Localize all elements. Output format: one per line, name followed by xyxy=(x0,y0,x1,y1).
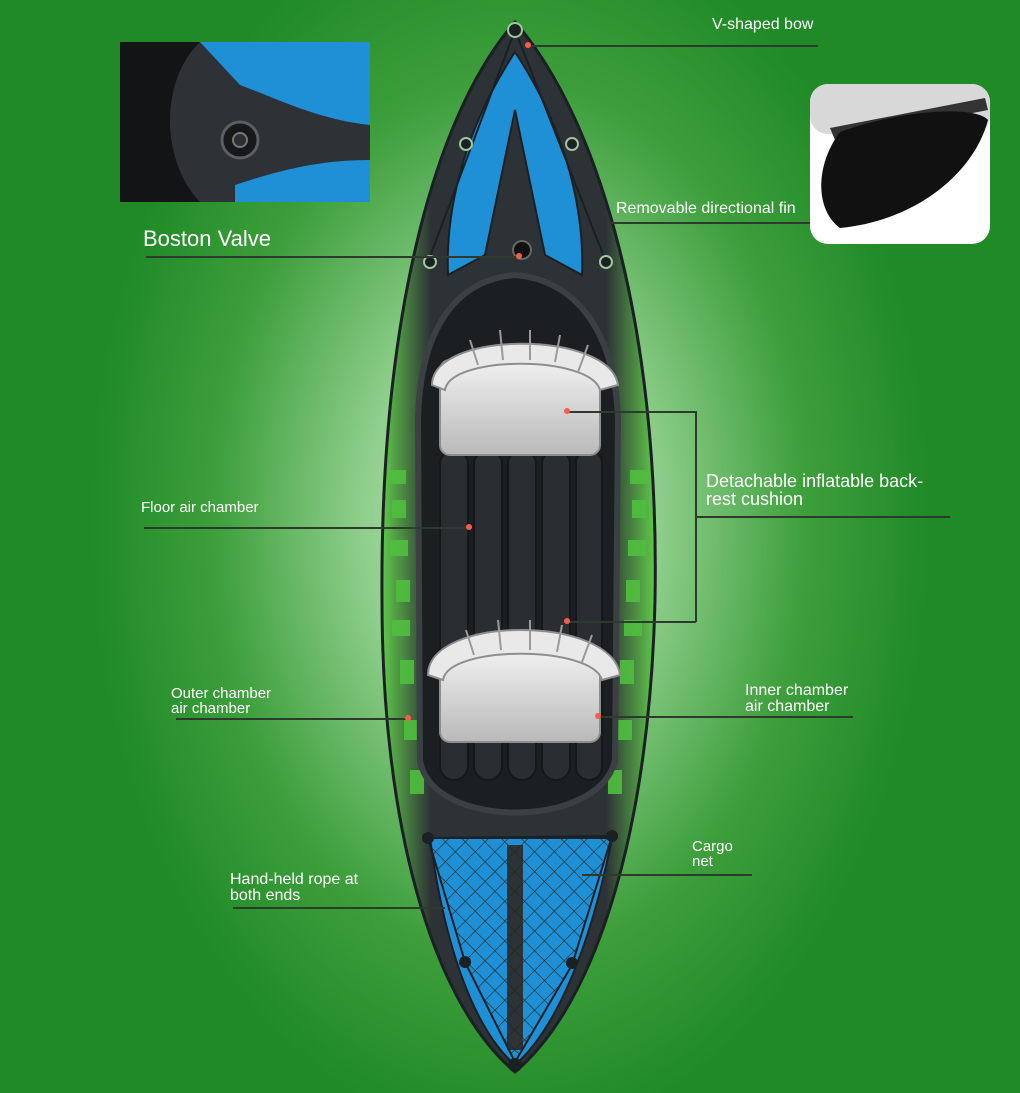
front-seat xyxy=(430,329,620,456)
leader-floor xyxy=(144,527,469,529)
leader-outer xyxy=(176,718,408,720)
marker-backrest-rear xyxy=(564,618,570,624)
leader-valve xyxy=(146,256,520,258)
label-backrest: Detachable inflatable back- rest cushion xyxy=(706,471,924,509)
leader-fin xyxy=(606,222,810,224)
leader-backrest-top xyxy=(568,411,696,413)
marker-backrest-front xyxy=(564,408,570,414)
cargo-net xyxy=(426,834,614,1065)
label-cargo: Cargo net xyxy=(692,838,733,870)
label-rope: Hand-held rope at both ends xyxy=(230,871,359,904)
label-inner: Inner chamber air chamber xyxy=(745,682,849,715)
marker-outer xyxy=(405,715,411,721)
marker-floor xyxy=(466,524,472,530)
label-fin: Removable directional fin xyxy=(616,200,796,217)
marker-valve xyxy=(516,253,522,259)
fin-icon xyxy=(821,111,988,228)
side-pattern xyxy=(388,470,648,794)
leader-backrest-bracket xyxy=(695,411,697,622)
stern-rings xyxy=(422,830,618,1072)
leader-backrest-bottom xyxy=(568,621,696,623)
marker-inner xyxy=(595,713,601,719)
label-floor: Floor air chamber xyxy=(141,499,259,516)
rear-seat xyxy=(426,619,622,743)
valve-inset xyxy=(120,42,370,202)
label-bow: V-shaped bow xyxy=(712,16,814,33)
leader-cargo xyxy=(582,874,752,876)
label-valve: Boston Valve xyxy=(143,226,272,251)
leader-bow xyxy=(528,45,818,47)
bow-deck xyxy=(446,50,584,277)
marker-bow xyxy=(525,42,531,48)
leader-inner xyxy=(598,716,853,718)
fin-inset xyxy=(810,84,990,244)
leader-backrest xyxy=(696,516,950,518)
leader-rope xyxy=(233,907,445,909)
label-outer: Outer chamber air chamber xyxy=(171,685,272,717)
bow-rings xyxy=(423,22,613,269)
